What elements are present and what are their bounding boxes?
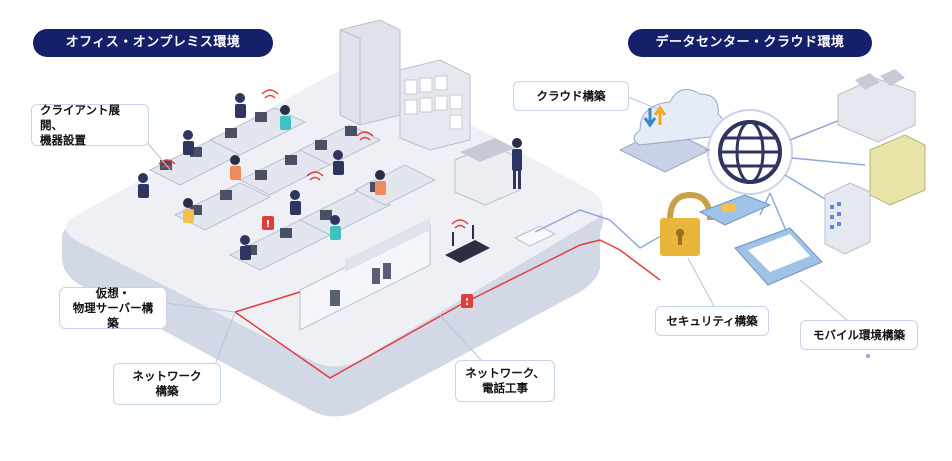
callout-mobile-build: モバイル環境構築 bbox=[800, 320, 918, 350]
cloud-chip-icon bbox=[618, 89, 725, 173]
svg-text:!: ! bbox=[266, 219, 271, 230]
office-desks bbox=[148, 107, 437, 271]
tablet-icon bbox=[734, 227, 823, 286]
callout-network-phone-work: ネットワーク、 電話工事 bbox=[455, 360, 555, 402]
callout-network-build: ネットワーク 構築 bbox=[113, 363, 221, 405]
datacenter-building-icon bbox=[837, 69, 916, 143]
callout-client-deployment: クライアント展開、 機器設置 bbox=[31, 103, 149, 147]
storage-cabinet bbox=[339, 19, 471, 151]
globe-icon bbox=[707, 109, 793, 195]
copier-machine bbox=[454, 138, 521, 206]
leader-dot bbox=[866, 354, 870, 358]
network-cabling-inner bbox=[234, 291, 301, 313]
callout-server-build: 仮想・ 物理サーバー構築 bbox=[59, 286, 167, 330]
office-environment-header: オフィス・オンプレミス環境 bbox=[33, 29, 273, 57]
callout-security-build: セキュリティ構築 bbox=[655, 306, 769, 336]
lock-icon bbox=[660, 191, 713, 256]
router-device bbox=[445, 225, 490, 263]
data-link bbox=[534, 209, 681, 249]
datacenter-environment-header: データセンター・クラウド環境 bbox=[628, 29, 872, 57]
smartphone-icon bbox=[698, 194, 772, 226]
callout-cloud-build: クラウド構築 bbox=[513, 81, 629, 111]
standing-person bbox=[512, 138, 522, 189]
network-cabling bbox=[234, 239, 661, 379]
svg-text:!: ! bbox=[465, 297, 470, 308]
office-building-icon bbox=[869, 134, 926, 206]
office-workers bbox=[138, 93, 386, 260]
switch-device bbox=[513, 225, 557, 247]
wifi-signals bbox=[158, 89, 469, 229]
server-room bbox=[299, 218, 431, 331]
tower-building-icon bbox=[824, 182, 871, 255]
